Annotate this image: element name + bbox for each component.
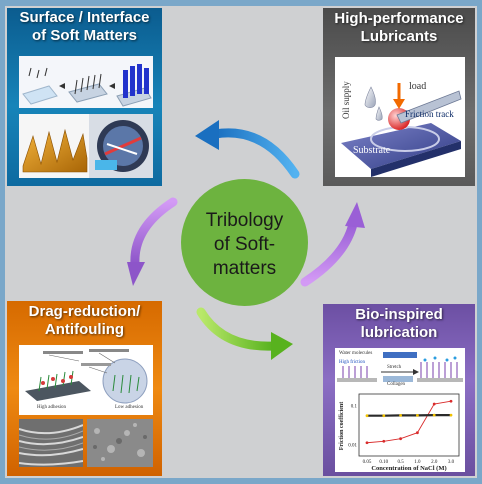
antifouling-schematic xyxy=(25,349,148,404)
panel-title: High-performance Lubricants xyxy=(323,10,475,46)
figure-background: Tribology of Soft- matters Surface / Int… xyxy=(5,6,477,478)
label-oil-supply: Oil supply xyxy=(341,81,351,119)
label-friction-track: Friction track xyxy=(405,109,454,119)
panel-surface-interface: Surface / Interface of Soft Matters xyxy=(7,8,162,186)
title-line2: of Soft Matters xyxy=(32,27,137,44)
center-text-line2: of Soft- xyxy=(213,234,276,255)
title-line1: Drag-reduction/ xyxy=(28,303,141,320)
fiber-micrograph xyxy=(19,419,83,467)
title-line2: Antifouling xyxy=(44,321,125,338)
surface-topography-image xyxy=(19,114,153,178)
label-high-friction: High friction xyxy=(339,360,365,365)
assembly-schematic xyxy=(22,64,152,107)
series-line xyxy=(366,400,452,444)
x-tick-label: 0.10 xyxy=(379,460,388,465)
data-point xyxy=(416,431,419,435)
lubricant-schematic xyxy=(341,83,462,177)
label-high-adhesion: High adhesion xyxy=(37,405,67,410)
x-tick-label: 3.0 xyxy=(448,460,455,465)
data-point xyxy=(449,413,453,417)
chart-xlabel: Concentration of NaCl (M) xyxy=(371,465,446,472)
topography-render xyxy=(19,114,149,178)
label-collagen: Collagen xyxy=(387,382,406,387)
center-circle: Tribology of Soft- matters xyxy=(181,179,308,306)
x-tick-label: 1.0 xyxy=(414,460,421,465)
data-point xyxy=(449,399,453,403)
label-load: load xyxy=(409,81,427,92)
series-line xyxy=(367,413,451,417)
y-tick-label: 0.1 xyxy=(351,405,358,410)
data-point xyxy=(432,413,436,417)
label-substrate: Substrate xyxy=(353,145,391,156)
data-point xyxy=(365,441,369,445)
hydration-schematic xyxy=(337,352,463,382)
x-tick-label: 2.0 xyxy=(431,460,438,465)
arrow-right xyxy=(300,202,365,287)
title-line2: lubrication xyxy=(360,324,438,341)
data-point xyxy=(432,402,436,406)
fiber-micrograph-image xyxy=(19,419,83,467)
chart-series-group xyxy=(365,399,453,445)
chart-ylabel: Friction coefficient xyxy=(339,402,345,450)
title-line1: Surface / Interface xyxy=(19,9,150,26)
chart-tick-group: 0.05 0.10 0.5 1.0 2.0 3.0 0.01 0.1 xyxy=(348,405,454,465)
x-tick-label: 0.5 xyxy=(397,460,404,465)
hydration-lubrication-image: Water molecules High friction Stretch Co… xyxy=(335,348,465,472)
panel-bio-inspired-lubrication: Bio-inspired lubrication Water molecules… xyxy=(323,304,475,476)
data-point xyxy=(382,439,386,443)
surface-micrograph-image xyxy=(87,419,153,467)
label-low-adhesion: Low adhesion xyxy=(115,405,144,410)
label-water-molecules: Water molecules xyxy=(339,351,373,356)
data-point xyxy=(365,414,369,418)
surface-assembly-image xyxy=(19,56,153,108)
cycle-arrows xyxy=(127,120,365,360)
label-stretch: Stretch xyxy=(387,365,402,370)
arrow-left xyxy=(127,197,178,286)
panel-title: Bio-inspired lubrication xyxy=(323,306,475,342)
center-text: Tribology of Soft- matters xyxy=(181,209,308,281)
data-point xyxy=(382,414,386,418)
lubrication-test-image: load Oil supply Friction track Substrate xyxy=(335,57,465,177)
data-point xyxy=(399,437,402,441)
title-line1: High-performance xyxy=(334,10,464,27)
arrow-top xyxy=(195,120,300,179)
friction-chart: 0.05 0.10 0.5 1.0 2.0 3.0 0.01 0.1 Concentratio… xyxy=(339,393,460,472)
center-text-line3: matters xyxy=(212,258,277,279)
center-text-line1: Tribology xyxy=(205,210,284,231)
title-line1: Bio-inspired xyxy=(355,306,443,323)
data-point xyxy=(399,413,402,417)
x-tick-label: 0.05 xyxy=(363,460,372,465)
panel-drag-reduction-antifouling: Drag-reduction/ Antifouling High adhesio… xyxy=(7,301,162,476)
panel-title: Surface / Interface of Soft Matters xyxy=(7,9,162,45)
panel-high-performance-lubricants: High-performance Lubricants xyxy=(323,8,475,186)
antifouling-schematic-image: High adhesion Low adhesion xyxy=(19,345,153,415)
surface-micrograph xyxy=(87,419,153,467)
data-point xyxy=(416,413,419,417)
panel-title: Drag-reduction/ Antifouling xyxy=(7,303,162,339)
chart-plot-area xyxy=(358,393,460,457)
y-tick-label: 0.01 xyxy=(348,443,357,448)
arrow-bottom xyxy=(196,307,293,360)
title-line2: Lubricants xyxy=(360,28,438,45)
